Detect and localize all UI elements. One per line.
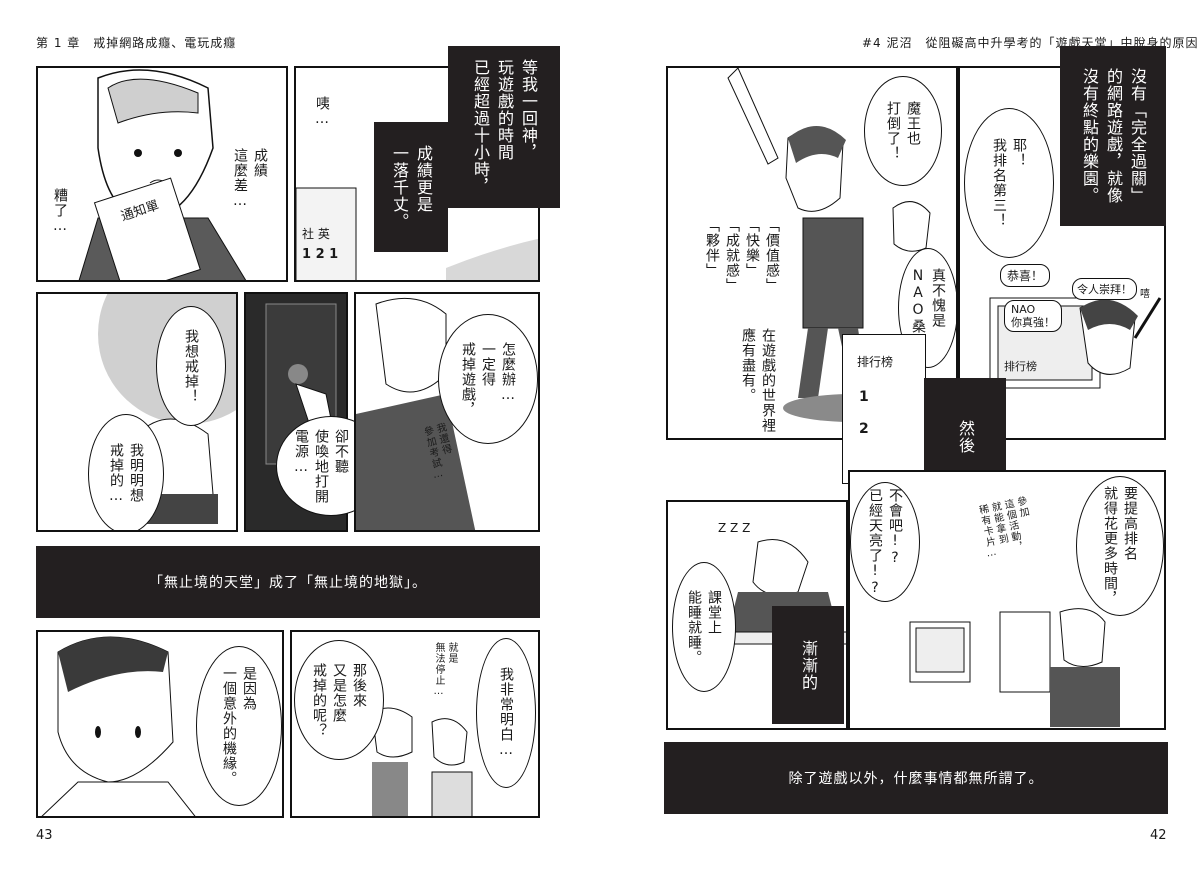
panel-report-card: 通知單 成績 這麼差… 糟了…	[36, 66, 288, 282]
grade-table-values: 1 2 1	[302, 247, 339, 262]
caption-then-text: 然後	[956, 420, 975, 454]
caption-gradually: 漸漸的	[772, 606, 844, 724]
right-page-number: 42	[1150, 828, 1167, 843]
caption-time-passed-text: 等我一回神， 玩遊戲的時間 已經超過十小時，	[471, 59, 538, 195]
speech-what-to-do: 怎麼辦… 一定得 戒掉遊戲，	[460, 341, 516, 417]
bubble-clearly-want: 我明明想 戒掉的…	[88, 414, 164, 530]
caption-grades-dropped-text: 成績更是 一落千丈。	[390, 144, 433, 230]
caption-no-complete-text: 沒有「完全過關」 的網路遊戲，就像 沒有終點的樂園。	[1080, 68, 1147, 204]
panel-unexpected: 是因為 一個意外的機緣。	[36, 630, 284, 818]
two-people-illustration	[371, 707, 473, 816]
bubble-sleep-class: 課堂上 能睡就睡。	[672, 562, 736, 692]
speech-grades-bad: 成績 這麼差…	[232, 148, 268, 210]
speech-boss-beaten: 魔王也 打倒了！	[885, 101, 921, 161]
speech-unexpected: 是因為 一個意外的機緣。	[221, 666, 257, 786]
left-running-header: 第 1 章 戒掉網路成癮、電玩成癮	[36, 36, 237, 50]
speech-nao-san: 真不愧是 NAO桑！	[910, 267, 946, 349]
left-band-text: 「無止境的天堂」成了「無止境的地獄」。	[149, 575, 427, 591]
panel-how-quit: 那後來 又是怎麼 戒掉的呢？ 我非常明白… 就是 無法停止…	[290, 630, 540, 818]
smiling-man-illustration	[41, 636, 196, 816]
grade-sheet-illustration	[296, 187, 538, 280]
grade-table-header: 社 英	[302, 227, 330, 241]
ranking-screen-label: 排行榜	[1004, 360, 1037, 373]
bubble-rank-three: 耶！ 我排名第三！	[964, 108, 1054, 258]
caption-time-passed: 等我一回神， 玩遊戲的時間 已經超過十小時，	[448, 46, 560, 208]
bubble-high-rank: 要提高排名 就得花更多時間，	[1076, 476, 1164, 616]
bubble-what-to-do: 怎麼辦… 一定得 戒掉遊戲，	[438, 314, 538, 444]
speech-high-rank: 要提高排名 就得花更多時間，	[1102, 486, 1138, 606]
boy-illustration	[78, 69, 247, 280]
ranking-board-title: 排行榜	[857, 355, 894, 369]
speech-eh: 咦…	[314, 96, 330, 128]
speech-rank-three: 耶！ 我排名第三！	[991, 138, 1027, 228]
rank-2: 2	[859, 421, 869, 437]
left-page-number: 43	[36, 828, 53, 843]
desk-computer-illustration	[909, 608, 1120, 727]
speech-sleep-class: 課堂上 能睡就睡。	[686, 589, 722, 665]
panel-what-to-do: 怎麼辦… 一定得 戒掉遊戲， 我還得 參加考試…	[354, 292, 540, 532]
bubble-congrats: 恭喜！	[1000, 264, 1051, 287]
bubble-nao-strong: NAO 你真強！	[1004, 300, 1062, 332]
bubble-how-quit: 那後來 又是怎麼 戒掉的呢？	[294, 640, 384, 760]
sfx-zzz: Z Z Z	[718, 521, 751, 535]
speech-dawn: 不會吧!? 已經天亮了!?	[867, 487, 903, 597]
right-band-caption: 除了遊戲以外，什麼事情都無所謂了。	[664, 742, 1168, 814]
speech-how-quit: 那後來 又是怎麼 戒掉的呢？	[311, 662, 367, 738]
text-world-has: 在遊戲的世界裡 應有盡有。	[740, 328, 776, 433]
caption-no-complete: 沒有「完全過關」 的網路遊戲，就像 沒有終點的樂園。	[1060, 46, 1166, 226]
speech-clearly-want: 我明明想 戒掉的…	[108, 443, 144, 505]
speech-oh-no: 糟了…	[52, 188, 68, 235]
ranking-board: 排行榜 1 2	[842, 334, 926, 484]
sfx-event: 參加 這個活動， 就能拿到 稀有卡片…	[975, 495, 1030, 561]
left-band-caption: 「無止境的天堂」成了「無止境的地獄」。	[36, 546, 540, 618]
caption-gradually-text: 漸漸的	[799, 639, 818, 691]
speech-i-understand: 我非常明白…	[498, 667, 514, 759]
panel-high-rank: 不會吧!? 已經天亮了!? 參加 這個活動， 就能拿到 稀有卡片… 要提高排名 …	[848, 470, 1166, 730]
rank-1: 1	[859, 389, 869, 405]
bubble-unexpected: 是因為 一個意外的機緣。	[196, 646, 282, 806]
speech-want-quit: 我想戒掉！	[183, 328, 199, 404]
bubble-want-quit: 我想戒掉！	[156, 306, 226, 426]
bubble-boss-beaten: 魔王也 打倒了！	[864, 76, 942, 186]
sfx-cheer: 嘻	[1140, 289, 1150, 300]
bubble-i-understand: 我非常明白…	[476, 638, 536, 788]
caption-grades-dropped: 成績更是 一落千丈。	[374, 122, 448, 252]
worried-boy-illustration	[356, 297, 476, 530]
right-band-text: 除了遊戲以外，什麼事情都無所謂了。	[788, 771, 1044, 787]
bubble-dawn: 不會吧!? 已經天亮了!?	[850, 482, 920, 602]
sfx-cannot-stop: 就是 無法停止…	[433, 642, 457, 698]
panel-want-quit: 我想戒掉！ 我明明想 戒掉的…	[36, 292, 238, 532]
bubble-admire: 令人崇拜！	[1072, 278, 1137, 300]
text-values: 「價值感」 「快樂」 「成就感」 「夥伴」	[704, 218, 780, 293]
